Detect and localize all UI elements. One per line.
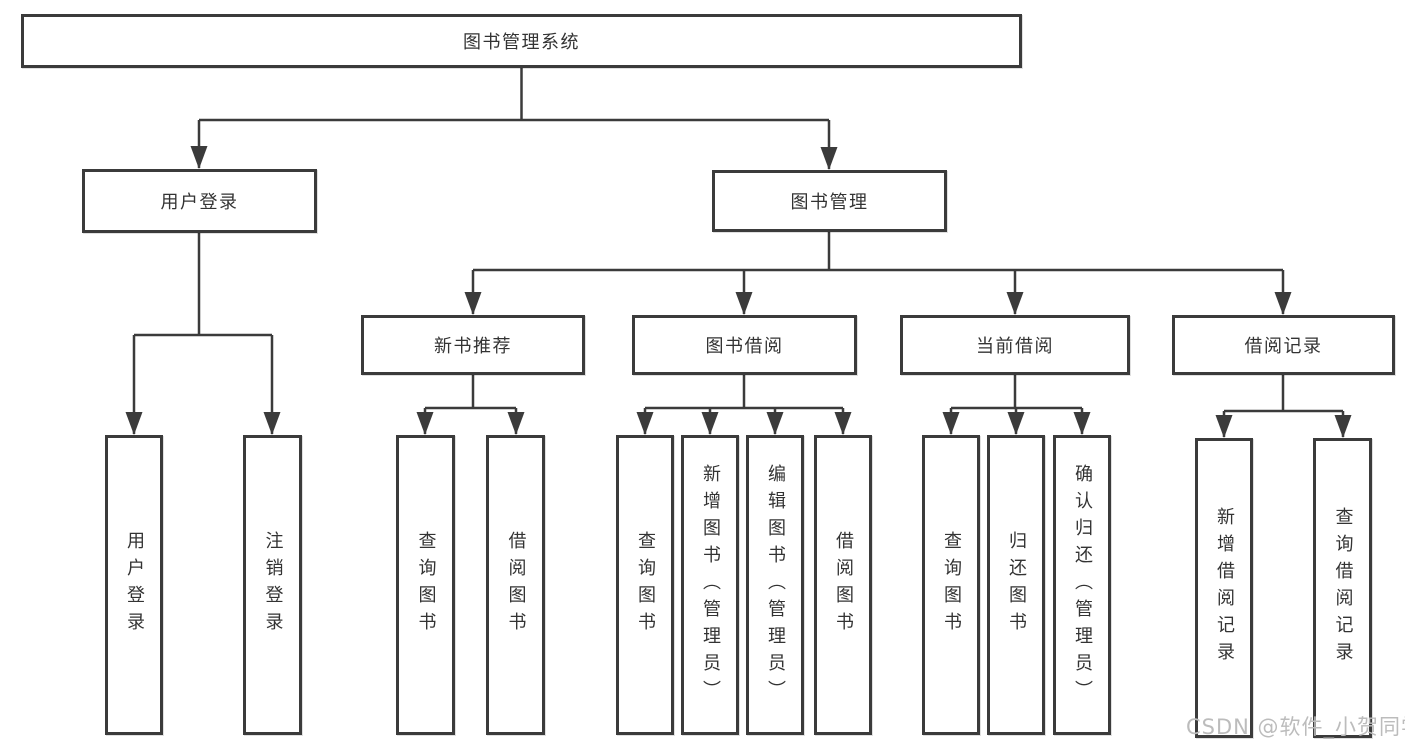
leaf-add-books-admin: 新增图书（管理员） [681,435,739,735]
leaf-user-login: 用户登录 [105,435,163,735]
leaf-query-books-recommend-label: 查询图书 [415,531,437,639]
node-new-book-recommend: 新书推荐 [361,315,585,375]
leaf-borrow-books-recommend: 借阅图书 [486,435,545,735]
leaf-borrow-books-label: 借阅图书 [833,531,854,639]
leaf-query-borrow-record: 查询借阅记录 [1313,438,1372,738]
node-new-book-recommend-label: 新书推荐 [434,336,512,357]
leaf-add-borrow-record-label: 新增借阅记录 [1214,507,1235,669]
leaf-query-borrow-record-label: 查询借阅记录 [1332,507,1354,669]
node-user-login-label: 用户登录 [160,192,239,213]
leaf-borrow-books: 借阅图书 [814,435,872,735]
leaf-add-borrow-record: 新增借阅记录 [1195,438,1253,738]
leaf-query-books-current-label: 查询图书 [941,531,962,639]
node-borrow-record-label: 借阅记录 [1244,336,1323,357]
node-root: 图书管理系统 [21,14,1022,68]
arrowhead-icons [125,146,1352,438]
csdn-watermark: CSDN @软件_小贺同学 [1186,715,1405,739]
leaf-edit-books-admin-label: 编辑图书（管理员） [765,463,786,707]
leaf-query-books-borrow: 查询图书 [616,435,674,735]
node-book-management-label: 图书管理 [790,192,869,213]
node-root-label: 图书管理系统 [463,32,580,53]
leaf-confirm-return-admin: 确认归还（管理员） [1053,435,1111,735]
leaf-query-books-borrow-label: 查询图书 [635,531,656,639]
node-book-management: 图书管理 [712,170,947,232]
node-current-borrow-label: 当前借阅 [976,336,1054,357]
leaf-borrow-books-recommend-label: 借阅图书 [505,531,527,639]
leaf-return-books: 归还图书 [987,435,1045,735]
leaf-user-login-label: 用户登录 [124,531,145,639]
node-user-login: 用户登录 [82,169,317,233]
leaf-query-books-recommend: 查询图书 [396,435,455,735]
leaf-query-books-current: 查询图书 [922,435,980,735]
leaf-logout: 注销登录 [243,435,302,735]
node-book-borrow: 图书借阅 [632,315,857,375]
leaf-add-books-admin-label: 新增图书（管理员） [700,463,721,707]
node-book-borrow-label: 图书借阅 [705,336,784,357]
leaf-return-books-label: 归还图书 [1006,531,1027,639]
node-borrow-record: 借阅记录 [1172,315,1395,375]
leaf-logout-label: 注销登录 [262,531,284,639]
leaf-confirm-return-admin-label: 确认归还（管理员） [1072,463,1093,707]
leaf-edit-books-admin: 编辑图书（管理员） [746,435,804,735]
node-current-borrow: 当前借阅 [900,315,1130,375]
